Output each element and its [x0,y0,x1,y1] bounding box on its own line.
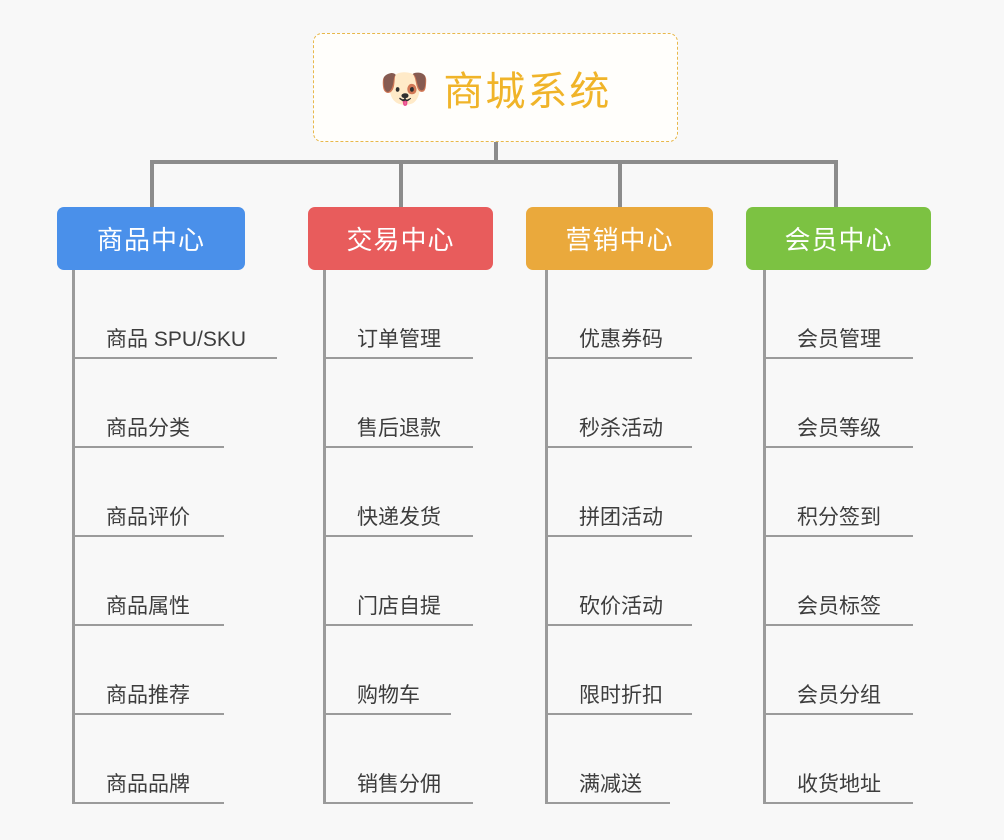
connector-drop-product-center [150,160,154,207]
leaf-node-label: 商品分类 [106,417,190,440]
leaf-node-underline [545,357,692,359]
leaf-node-label: 秒杀活动 [579,417,663,440]
leaf-node[interactable]: 快递发货 [323,448,473,537]
leaf-node-label: 销售分佣 [357,773,441,796]
leaf-node[interactable]: 商品推荐 [72,626,246,715]
leaf-node-label: 会员标签 [797,595,881,618]
leaf-node-underline [763,535,913,537]
leaf-node-underline [763,802,913,804]
leaf-node-label: 砍价活动 [579,595,663,618]
leaf-node-label: 限时折扣 [579,684,663,707]
leaf-node-underline [545,535,692,537]
leaf-node-underline [763,357,913,359]
leaf-node-label: 购物车 [357,684,420,707]
connector-drop-marketing-center [618,160,622,207]
root-node-title: 商城系统 [443,69,612,114]
leaf-node[interactable]: 优惠券码 [545,270,692,359]
leaf-node-underline [72,802,224,804]
leaf-node-label: 商品评价 [106,506,190,529]
leaf-node-underline [72,357,277,359]
leaf-node[interactable]: 会员标签 [763,537,913,626]
leaf-node[interactable]: 商品评价 [72,448,246,537]
leaf-node-label: 商品品牌 [106,773,190,796]
leaf-node[interactable]: 订单管理 [323,270,473,359]
root-node-shop-system[interactable]: 🐶 商城系统 [313,33,678,142]
leaf-node[interactable]: 积分签到 [763,448,913,537]
leaf-node-underline [72,713,224,715]
leaf-node[interactable]: 会员等级 [763,359,913,448]
leaf-node-label: 积分签到 [797,506,881,529]
leaf-node-label: 商品推荐 [106,684,190,707]
leaf-node[interactable]: 商品分类 [72,359,246,448]
branch-header-marketing-center[interactable]: 营销中心 [526,207,713,270]
connector-spine-marketing-center [545,270,548,804]
leaf-node[interactable]: 商品品牌 [72,715,246,804]
leaf-node-label: 快递发货 [357,506,441,529]
leaf-node[interactable]: 销售分佣 [323,715,473,804]
leaf-node-label: 门店自提 [357,595,441,618]
leaf-node-label: 会员管理 [797,328,881,351]
leaf-node-underline [545,713,692,715]
leaf-node-underline [72,535,224,537]
leaf-node[interactable]: 购物车 [323,626,451,715]
leaf-node[interactable]: 门店自提 [323,537,473,626]
leaf-node-underline [545,446,692,448]
branch-column-member-center: 会员管理会员等级积分签到会员标签会员分组收货地址 [763,270,913,804]
branch-header-label: 会员中心 [784,225,893,255]
leaf-node-label: 会员分组 [797,684,881,707]
leaf-node-label: 售后退款 [357,417,441,440]
leaf-node-label: 满减送 [579,773,642,796]
branch-column-product-center: 商品 SPU/SKU 商品分类商品评价商品属性商品推荐商品品牌 [72,270,277,804]
leaf-node-label: 会员等级 [797,417,881,440]
leaf-node-underline [545,802,670,804]
connector-root-stem [494,142,498,164]
branch-header-trade-center[interactable]: 交易中心 [308,207,493,270]
leaf-node-underline [323,713,451,715]
leaf-node-underline [323,446,473,448]
branch-header-label: 商品中心 [96,225,205,255]
branch-column-trade-center: 订单管理售后退款快递发货门店自提购物车销售分佣 [323,270,473,804]
leaf-node-underline [72,624,224,626]
connector-spine-trade-center [323,270,326,804]
connector-spine-product-center [72,270,75,804]
branch-header-label: 交易中心 [346,225,455,255]
leaf-node-label: 订单管理 [357,328,441,351]
connector-drop-member-center [834,160,838,207]
branch-header-product-center[interactable]: 商品中心 [57,207,245,270]
leaf-node[interactable]: 满减送 [545,715,670,804]
leaf-node-label: 商品属性 [106,595,190,618]
leaf-node[interactable]: 售后退款 [323,359,473,448]
branch-column-marketing-center: 优惠券码秒杀活动拼团活动砍价活动限时折扣满减送 [545,270,692,804]
leaf-node-underline [72,446,224,448]
leaf-node[interactable]: 商品属性 [72,537,246,626]
leaf-node[interactable]: 商品 SPU/SKU [72,270,277,359]
leaf-node-underline [323,535,473,537]
leaf-node-label: 商品 SPU/SKU [106,328,247,351]
leaf-node-underline [545,624,692,626]
leaf-node-label: 拼团活动 [579,506,663,529]
branch-header-member-center[interactable]: 会员中心 [746,207,931,270]
leaf-node-label: 优惠券码 [579,328,663,351]
leaf-node-label: 收货地址 [797,773,881,796]
leaf-node[interactable]: 收货地址 [763,715,913,804]
leaf-node-underline [323,624,473,626]
connector-drop-trade-center [399,160,403,207]
leaf-node[interactable]: 会员管理 [763,270,913,359]
branch-header-label: 营销中心 [565,225,674,255]
leaf-node[interactable]: 限时折扣 [545,626,692,715]
leaf-node-underline [323,802,473,804]
leaf-node[interactable]: 砍价活动 [545,537,692,626]
shiba-dog-face-icon: 🐶 [379,66,430,111]
leaf-node[interactable]: 秒杀活动 [545,359,692,448]
leaf-node-underline [763,446,913,448]
leaf-node[interactable]: 会员分组 [763,626,913,715]
connector-spine-member-center [763,270,766,804]
leaf-node-underline [323,357,473,359]
connector-horizontal-bus [150,160,838,164]
leaf-node-underline [763,713,913,715]
leaf-node[interactable]: 拼团活动 [545,448,692,537]
leaf-node-underline [763,624,913,626]
